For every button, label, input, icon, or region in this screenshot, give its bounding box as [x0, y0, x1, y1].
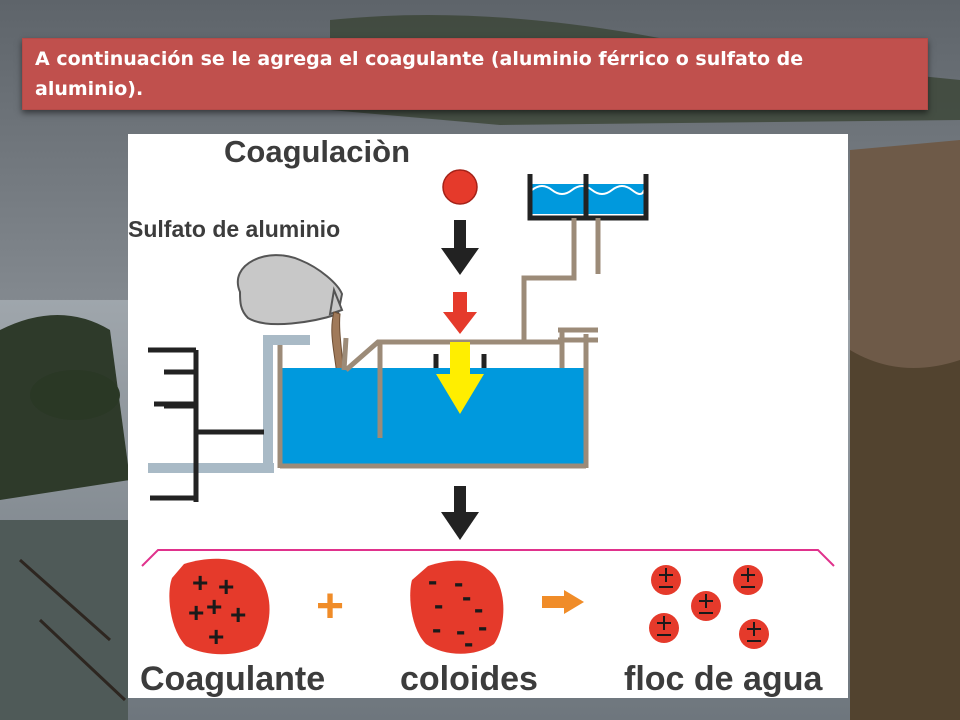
- sulfate-bag-icon: [236, 254, 345, 387]
- coagulant-drop: [442, 169, 478, 205]
- plus-sign: +: [206, 591, 222, 622]
- minus-sign: -: [478, 611, 487, 642]
- plus-sign: +: [208, 621, 224, 652]
- elevated-tank: [527, 174, 649, 221]
- plus-sign: +: [218, 571, 234, 602]
- minus-sign: -: [428, 565, 437, 596]
- down-arrow-icon: [441, 220, 479, 275]
- red-arrow-icon: [443, 292, 477, 334]
- mixer-frame: [341, 337, 562, 438]
- plus-sign: +: [192, 567, 208, 598]
- minus-sign: -: [454, 567, 463, 598]
- coagulant-label: Coagulante: [140, 660, 325, 698]
- coagulant-blob: + + + + + +: [169, 558, 270, 655]
- basin-walls: [277, 334, 589, 469]
- right-arrow-icon: [542, 590, 584, 614]
- plus-operator-icon: +: [316, 580, 344, 633]
- minus-sign: -: [474, 593, 483, 624]
- minus-sign: -: [434, 589, 443, 620]
- minus-sign: -: [456, 615, 465, 646]
- mixer-bars: [433, 354, 487, 368]
- bag-label: Sulfato de aluminio: [128, 216, 340, 242]
- drain-structure: [148, 347, 264, 502]
- colloids-blob: - - - - - - - - -: [410, 560, 504, 658]
- output-arrow-icon: [441, 486, 479, 540]
- floc-label: floc de agua: [624, 660, 823, 698]
- floc-particles: [649, 565, 769, 649]
- water-basin: [282, 368, 586, 468]
- colloids-label: coloides: [400, 660, 538, 698]
- feed-pipe: [521, 218, 601, 340]
- caption-text: A continuación se le agrega el coagulant…: [35, 48, 804, 100]
- plus-sign: +: [188, 597, 204, 628]
- minus-sign: -: [432, 613, 441, 644]
- plus-sign: +: [230, 599, 246, 630]
- diagram-title: Coagulaciòn: [224, 134, 410, 169]
- bracket-line: [141, 549, 835, 567]
- minus-sign: -: [462, 581, 471, 612]
- coagulation-diagram: Coagulaciòn Sulfato de aluminio: [128, 134, 848, 698]
- caption-callout: A continuación se le agrega el coagulant…: [22, 38, 928, 110]
- inlet-pipe: [263, 335, 310, 472]
- minus-sign: -: [464, 627, 473, 658]
- yellow-arrow-icon: [436, 342, 484, 414]
